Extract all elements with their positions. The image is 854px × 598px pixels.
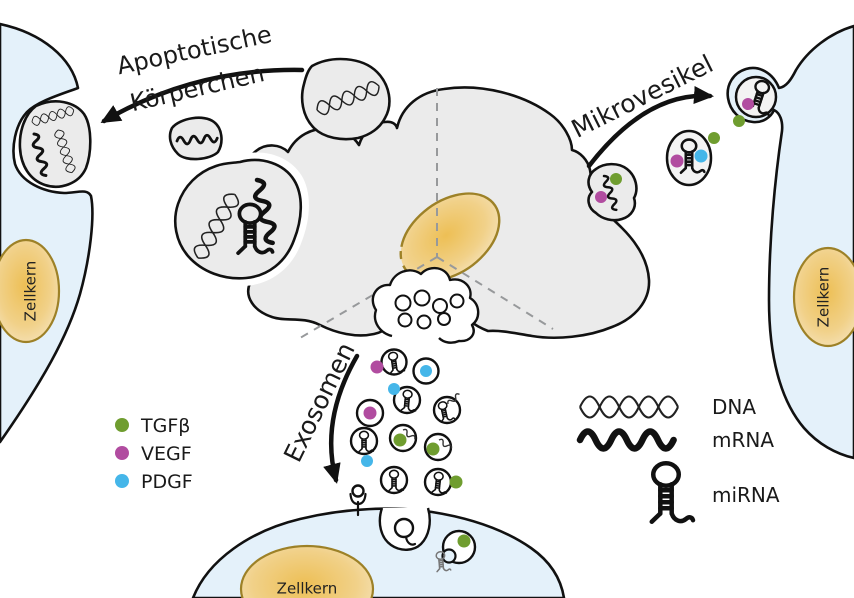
mvb-vesicle bbox=[397, 312, 413, 328]
mvb-vesicle bbox=[416, 314, 432, 330]
apoptotic-body-large bbox=[167, 152, 309, 287]
pdgf-legend-label: PDGF bbox=[141, 471, 193, 493]
pdgf-dot bbox=[420, 365, 432, 377]
central-nucleus-border-dashed bbox=[399, 246, 451, 282]
receptor-ligand-ball bbox=[351, 484, 365, 498]
microvesicles-group bbox=[587, 129, 720, 222]
nucleic-acid-legend: DNA mRNA miRNA bbox=[580, 395, 780, 522]
zone-divider-right bbox=[436, 256, 554, 330]
exosomes-group bbox=[349, 348, 463, 497]
vegf-dot bbox=[742, 98, 754, 110]
exosome bbox=[412, 357, 440, 385]
tgfb-legend-label: TGFβ bbox=[140, 415, 190, 437]
left-cell-nucleus-label: Zellkern bbox=[22, 261, 40, 322]
exosomes-arrow bbox=[323, 353, 360, 484]
right-cell-nucleus bbox=[792, 246, 854, 348]
internalized-vesicle bbox=[393, 517, 415, 539]
legend-item: DNA bbox=[578, 395, 756, 419]
right-recipient-cell: Zellkern bbox=[726, 24, 854, 460]
pdgf-dot bbox=[361, 455, 373, 467]
legend-item: mRNA bbox=[580, 428, 774, 452]
zone-divider-left bbox=[294, 256, 438, 342]
bottom-cell-nucleus bbox=[239, 544, 375, 598]
exosome bbox=[388, 423, 418, 453]
apoptotic-body-engulfed-membrane bbox=[18, 100, 92, 189]
fusing-vesicle-mouth bbox=[441, 548, 457, 564]
dna-legend-label: DNA bbox=[712, 395, 756, 419]
tgfb-dot bbox=[733, 115, 745, 127]
tgfb-dot bbox=[426, 442, 440, 456]
vegf-dot bbox=[595, 191, 607, 203]
apoptotic-bodies-arrow bbox=[100, 67, 305, 124]
pdgf-dot bbox=[388, 383, 400, 395]
tgfb-dot bbox=[457, 534, 471, 548]
microvesicle-budding bbox=[587, 162, 638, 222]
legend-item: miRNA bbox=[652, 463, 780, 522]
bottom-cell-nucleus-label: Zellkern bbox=[277, 580, 338, 598]
receptor-cup bbox=[349, 492, 367, 506]
vegf-legend-label: VEGF bbox=[141, 443, 192, 465]
central-nucleus-fill bbox=[400, 193, 500, 281]
mirna-legend-label: miRNA bbox=[712, 483, 780, 507]
surface-receptor bbox=[349, 484, 367, 517]
tgfb-dot bbox=[708, 132, 720, 144]
legend-item: PDGF bbox=[115, 471, 193, 493]
legend-item: VEGF bbox=[115, 443, 192, 465]
endocytosis-pit bbox=[378, 507, 431, 551]
central-nucleus-border-solid bbox=[400, 192, 501, 279]
exosomes-label: Exosomen bbox=[278, 338, 361, 467]
right-cell-membrane bbox=[726, 24, 854, 460]
mvb-vesicle bbox=[437, 312, 451, 326]
pdgf-legend-dot bbox=[115, 474, 129, 488]
left-cell-membrane bbox=[0, 22, 94, 444]
microvesicle-engulfed bbox=[733, 75, 779, 127]
apoptotic-bodies-group bbox=[167, 57, 391, 287]
exosome bbox=[423, 467, 453, 497]
microvesicle-free bbox=[665, 129, 720, 187]
exosome bbox=[392, 385, 422, 415]
exosome bbox=[349, 426, 379, 456]
vegf-legend-dot bbox=[115, 446, 129, 460]
microvesicles-arrow bbox=[586, 86, 714, 169]
tgfb-dot bbox=[393, 433, 407, 447]
dna-legend-icon bbox=[578, 395, 680, 419]
dna-bleb bbox=[300, 57, 391, 141]
multivesicular-body bbox=[371, 266, 480, 344]
tgfb-dot bbox=[610, 173, 622, 185]
vegf-dot bbox=[363, 406, 377, 420]
vegf-dot bbox=[670, 154, 684, 168]
tgfb-legend-dot bbox=[115, 418, 129, 432]
legend-item: TGFβ bbox=[115, 415, 190, 437]
tgfb-dot bbox=[449, 475, 463, 489]
mvb-vesicle bbox=[432, 298, 448, 314]
central-donor-cell bbox=[225, 86, 651, 344]
mrna-legend-label: mRNA bbox=[712, 428, 774, 452]
exosome bbox=[423, 432, 454, 462]
growth-factor-legend: TGFβ VEGF PDGF bbox=[115, 415, 193, 493]
mvb-vesicle bbox=[394, 294, 412, 312]
zone-dividers bbox=[294, 88, 554, 342]
mvb-vesicle bbox=[413, 289, 431, 307]
apoptotic-body-membrane bbox=[174, 158, 303, 280]
exosome bbox=[432, 391, 462, 425]
pathway-arrows bbox=[100, 67, 714, 484]
left-cell-nucleus bbox=[0, 238, 61, 344]
exosome-membrane bbox=[432, 395, 462, 425]
fusing-vesicle bbox=[434, 529, 477, 573]
left-recipient-cell: Zellkern bbox=[0, 22, 94, 444]
bottom-recipient-cell: Zellkern bbox=[191, 484, 566, 598]
pdgf-dot bbox=[694, 149, 708, 163]
mrna-legend-icon bbox=[580, 432, 674, 449]
right-cell-nucleus-label: Zellkern bbox=[815, 267, 833, 328]
exosome bbox=[379, 465, 409, 495]
vesicle-tail bbox=[404, 535, 417, 546]
apoptotic-body-engulfed bbox=[18, 100, 92, 189]
exosome bbox=[380, 348, 408, 376]
mvb-vesicle bbox=[449, 293, 465, 309]
central-cell-nucleus bbox=[399, 192, 501, 282]
exosome bbox=[355, 398, 385, 428]
mirna-legend-icon bbox=[652, 463, 693, 522]
vegf-dot bbox=[370, 360, 384, 374]
